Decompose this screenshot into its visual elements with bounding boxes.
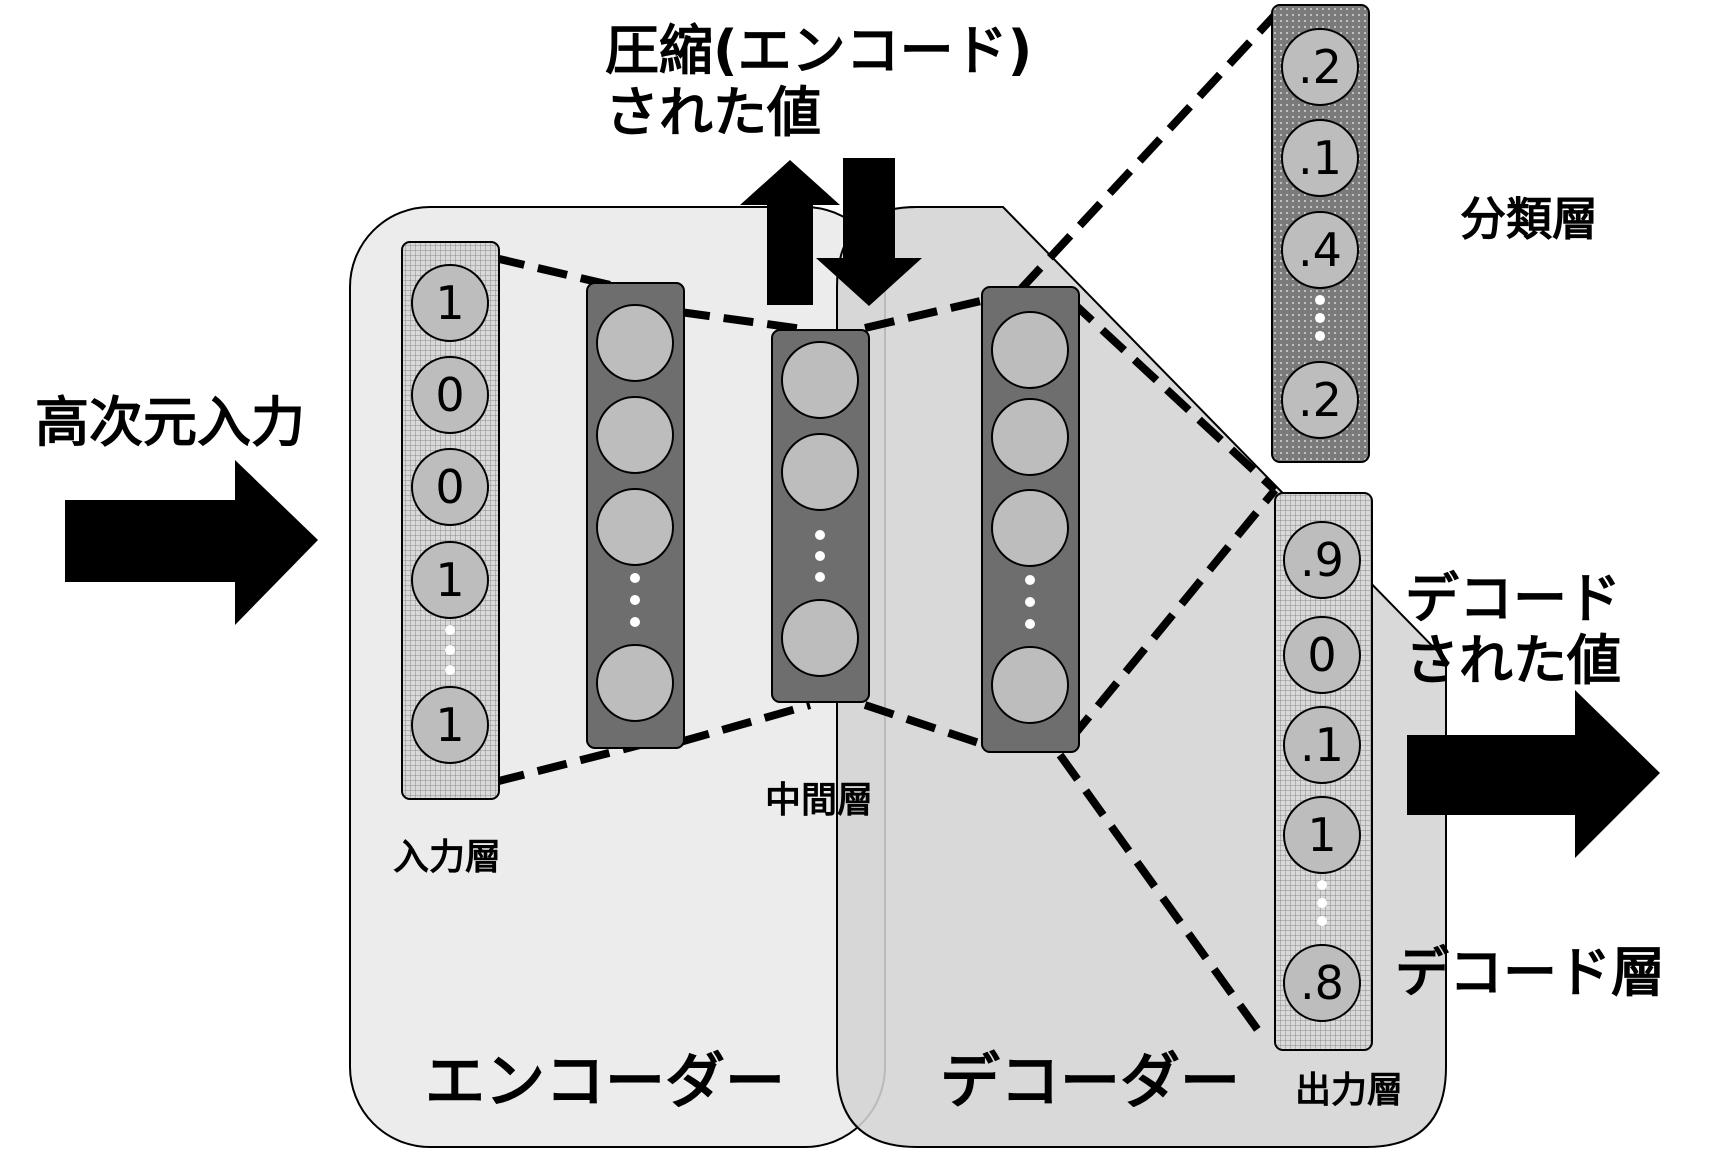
- input-node-value: 1: [435, 698, 464, 752]
- input-node-value: 0: [435, 368, 464, 422]
- encoder-label: エンコーダー: [425, 1047, 785, 1117]
- input-node: 1: [411, 686, 489, 764]
- decoder-hidden-node: [991, 398, 1069, 476]
- output-node-value: .9: [1300, 533, 1344, 587]
- output-node-value: .8: [1300, 956, 1344, 1010]
- encoder-hidden-node: [596, 304, 674, 382]
- input-node-value: 0: [435, 460, 464, 514]
- classification-layer-label: 分類層: [1460, 192, 1598, 246]
- decoded-value-label: デコード された値: [1405, 567, 1621, 693]
- output-node: 0: [1283, 616, 1361, 694]
- encoder-ellipsis-dot: [630, 573, 640, 583]
- middle-node: [781, 599, 859, 677]
- input-node-value: 1: [435, 553, 464, 607]
- input-ellipsis-dot: [445, 645, 455, 655]
- encoder-hidden-node: [596, 644, 674, 722]
- classification-node: .2: [1281, 361, 1359, 439]
- middle-node: [781, 433, 859, 511]
- connection-lines: [494, 12, 1279, 1043]
- output-node-value: .1: [1300, 718, 1344, 772]
- classification-ellipsis-dot: [1315, 313, 1325, 323]
- output-layer-label: 出力層: [1295, 1070, 1404, 1111]
- input-arrow: [65, 460, 318, 625]
- output-node: 1: [1283, 796, 1361, 874]
- output-arrow: [1407, 690, 1660, 858]
- output-node: .1: [1283, 706, 1361, 784]
- classification-ellipsis-dot: [1315, 295, 1325, 305]
- output-ellipsis-dot: [1317, 916, 1327, 926]
- classification-node-value: .4: [1298, 223, 1342, 277]
- middle-ellipsis-dot: [815, 551, 825, 561]
- classification-ellipsis-dot: [1315, 331, 1325, 341]
- decode-layer-label: デコード層: [1395, 941, 1665, 1004]
- middle-ellipsis-dot: [815, 572, 825, 582]
- decoder-label: デコーダー: [940, 1047, 1240, 1117]
- middle-ellipsis-dot: [815, 530, 825, 540]
- output-node: .8: [1283, 944, 1361, 1022]
- high-dim-input-label: 高次元入力: [35, 391, 305, 454]
- input-node-value: 1: [435, 276, 464, 330]
- classification-node-value: .2: [1298, 40, 1342, 94]
- compressed-value-label: 圧縮(エンコード) された値: [605, 19, 1033, 145]
- decoder-hidden-node: [991, 311, 1069, 389]
- classification-node: .4: [1281, 211, 1359, 289]
- output-node-value: 1: [1307, 808, 1336, 862]
- decoder-ellipsis-dot: [1025, 597, 1035, 607]
- encoder-hidden-node: [596, 396, 674, 474]
- output-ellipsis-dot: [1317, 898, 1327, 908]
- output-node: .9: [1283, 521, 1361, 599]
- classification-node-value: .1: [1298, 131, 1342, 185]
- decoder-ellipsis-dot: [1025, 575, 1035, 585]
- decoder-ellipsis-dot: [1025, 619, 1035, 629]
- decoder-hidden-node: [991, 489, 1069, 567]
- input-node: 0: [411, 356, 489, 434]
- input-node: 1: [411, 264, 489, 342]
- output-ellipsis-dot: [1317, 880, 1327, 890]
- middle-node: [781, 341, 859, 419]
- output-node-value: 0: [1307, 628, 1336, 682]
- encoder-ellipsis-dot: [630, 617, 640, 627]
- down-arrow: [816, 158, 922, 306]
- input-ellipsis-dot: [445, 665, 455, 675]
- classification-node: .1: [1281, 119, 1359, 197]
- middle-layer-label: 中間層: [765, 780, 874, 821]
- classification-node: .2: [1281, 28, 1359, 106]
- classification-node-value: .2: [1298, 373, 1342, 427]
- input-node: 0: [411, 448, 489, 526]
- encoder-hidden-node: [596, 488, 674, 566]
- input-node: 1: [411, 541, 489, 619]
- up-arrow: [740, 160, 840, 305]
- decoder-hidden-node: [991, 646, 1069, 724]
- input-layer-label: 入力層: [393, 837, 502, 878]
- encoder-ellipsis-dot: [630, 595, 640, 605]
- input-ellipsis-dot: [445, 625, 455, 635]
